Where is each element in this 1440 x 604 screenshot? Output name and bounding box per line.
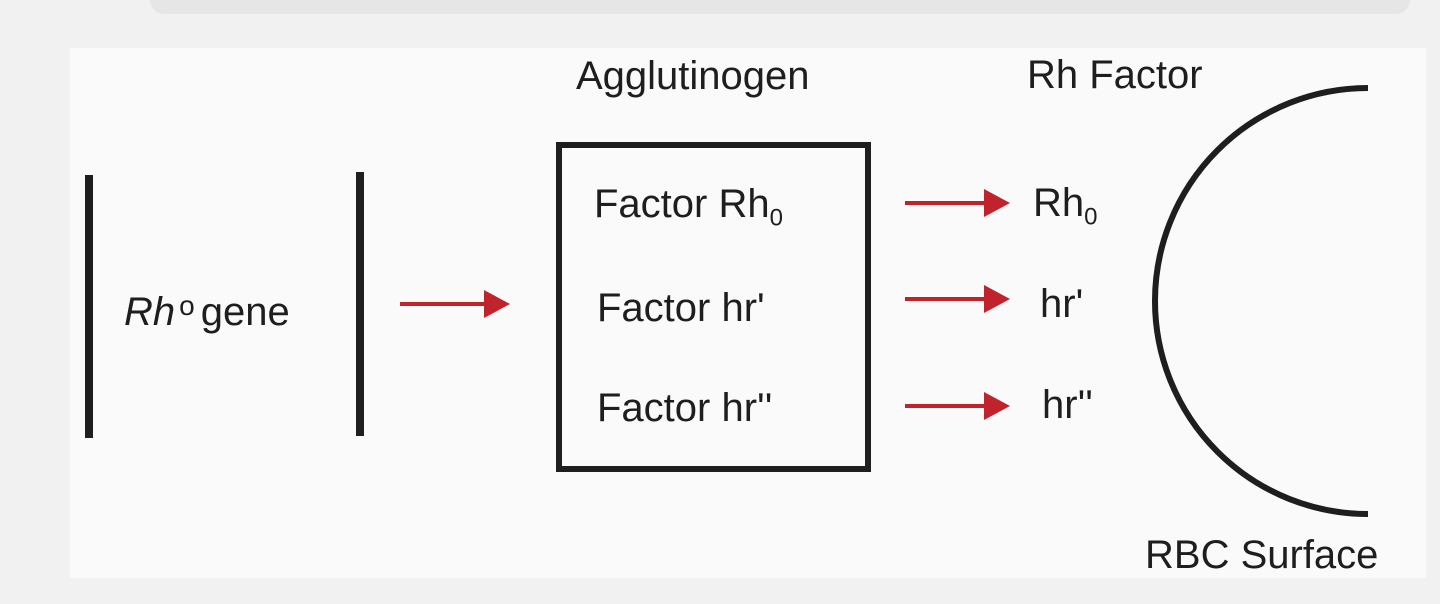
rh-factor-base: Rh <box>1033 181 1085 225</box>
gene-to-agglutinogen-arrow <box>400 290 510 318</box>
factor-row-hr-prime: Factor hr' <box>597 288 765 328</box>
factor-base: Rh <box>718 182 770 226</box>
factor-row-rh0: Factor Rh0 <box>594 182 783 230</box>
rh-factor-subscript: 0 <box>1084 203 1098 231</box>
agglutinogen-box <box>556 142 871 472</box>
diagram-panel <box>70 48 1426 578</box>
rbc-surface-arc <box>1152 85 1369 517</box>
factor-prefix: Factor <box>597 386 711 430</box>
rh-factor-item-hr-double-prime: hr'' <box>1042 385 1093 425</box>
rbc-surface-label: RBC Surface <box>1145 533 1379 577</box>
rh-factor-base: hr' <box>1040 282 1084 326</box>
factor-arrow-hr-double-prime <box>905 392 1010 420</box>
factor-base: hr'' <box>721 386 773 430</box>
gene-superscript: o <box>179 290 195 322</box>
factor-prefix: Factor <box>594 182 708 226</box>
gene-suffix: gene <box>200 290 290 334</box>
factor-prefix: Factor <box>597 286 711 330</box>
gene-name: Rh <box>124 290 176 334</box>
top-shadow-strip <box>150 0 1410 14</box>
factor-arrow-rh0 <box>905 189 1010 217</box>
rh-factor-heading: Rh Factor <box>1027 53 1203 97</box>
factor-arrow-hr-prime <box>905 285 1010 313</box>
rh-factor-base: hr'' <box>1042 383 1093 427</box>
agglutinogen-heading: Agglutinogen <box>576 54 810 98</box>
rh-factor-item-rh0: Rh0 <box>1033 181 1098 229</box>
factor-row-hr-double-prime: Factor hr'' <box>597 388 772 428</box>
rh-factor-item-hr-prime: hr' <box>1040 284 1083 324</box>
factor-base: hr' <box>721 286 765 330</box>
factor-subscript: 0 <box>769 204 783 232</box>
